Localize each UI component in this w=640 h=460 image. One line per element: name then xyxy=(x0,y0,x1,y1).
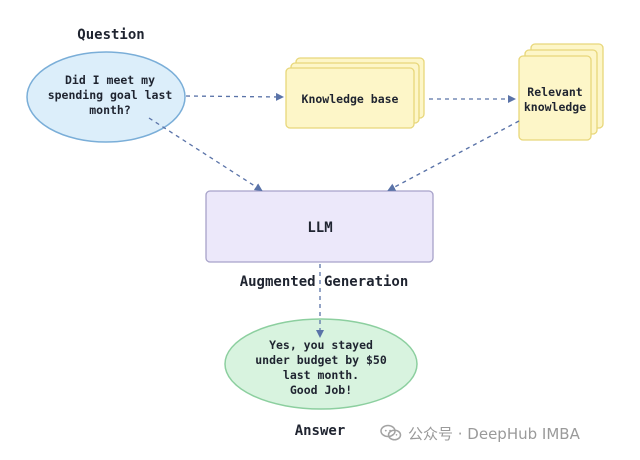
arrow-relevant-to-llm xyxy=(387,120,520,191)
answer-line-4: Good Job! xyxy=(290,383,352,397)
augmented-generation-label: Augmented Generation xyxy=(240,274,409,290)
llm-node: LLM xyxy=(205,190,434,263)
relevant-knowledge-line-2: knowledge xyxy=(524,100,586,114)
answer-label: Answer xyxy=(295,423,346,439)
knowledge-base-node: Knowledge base xyxy=(285,57,425,129)
question-label: Question xyxy=(77,27,144,43)
relevant-knowledge-line-1: Relevant xyxy=(527,85,582,99)
question-node: Did I meet my spending goal last month? xyxy=(26,51,186,143)
question-line-2: spending goal last xyxy=(48,88,173,102)
watermark: 公众号 · DeepHub IMBA xyxy=(380,422,580,444)
wechat-logo-icon xyxy=(380,424,402,442)
llm-text: LLM xyxy=(307,220,332,236)
answer-node: Yes, you stayed under budget by $50 last… xyxy=(224,318,418,410)
answer-line-3: last month. xyxy=(283,368,359,382)
question-line-1: Did I meet my xyxy=(65,73,155,87)
relevant-knowledge-node: Relevant knowledge xyxy=(518,43,604,141)
arrow-question-to-knowledge-base xyxy=(185,92,284,101)
watermark-text: 公众号 · DeepHub IMBA xyxy=(408,424,580,443)
question-line-3: month? xyxy=(89,103,131,117)
answer-line-1: Yes, you stayed xyxy=(269,338,373,352)
knowledge-base-text: Knowledge base xyxy=(302,92,399,106)
arrow-question-to-llm xyxy=(148,117,263,192)
answer-line-2: under budget by $50 xyxy=(255,353,387,367)
